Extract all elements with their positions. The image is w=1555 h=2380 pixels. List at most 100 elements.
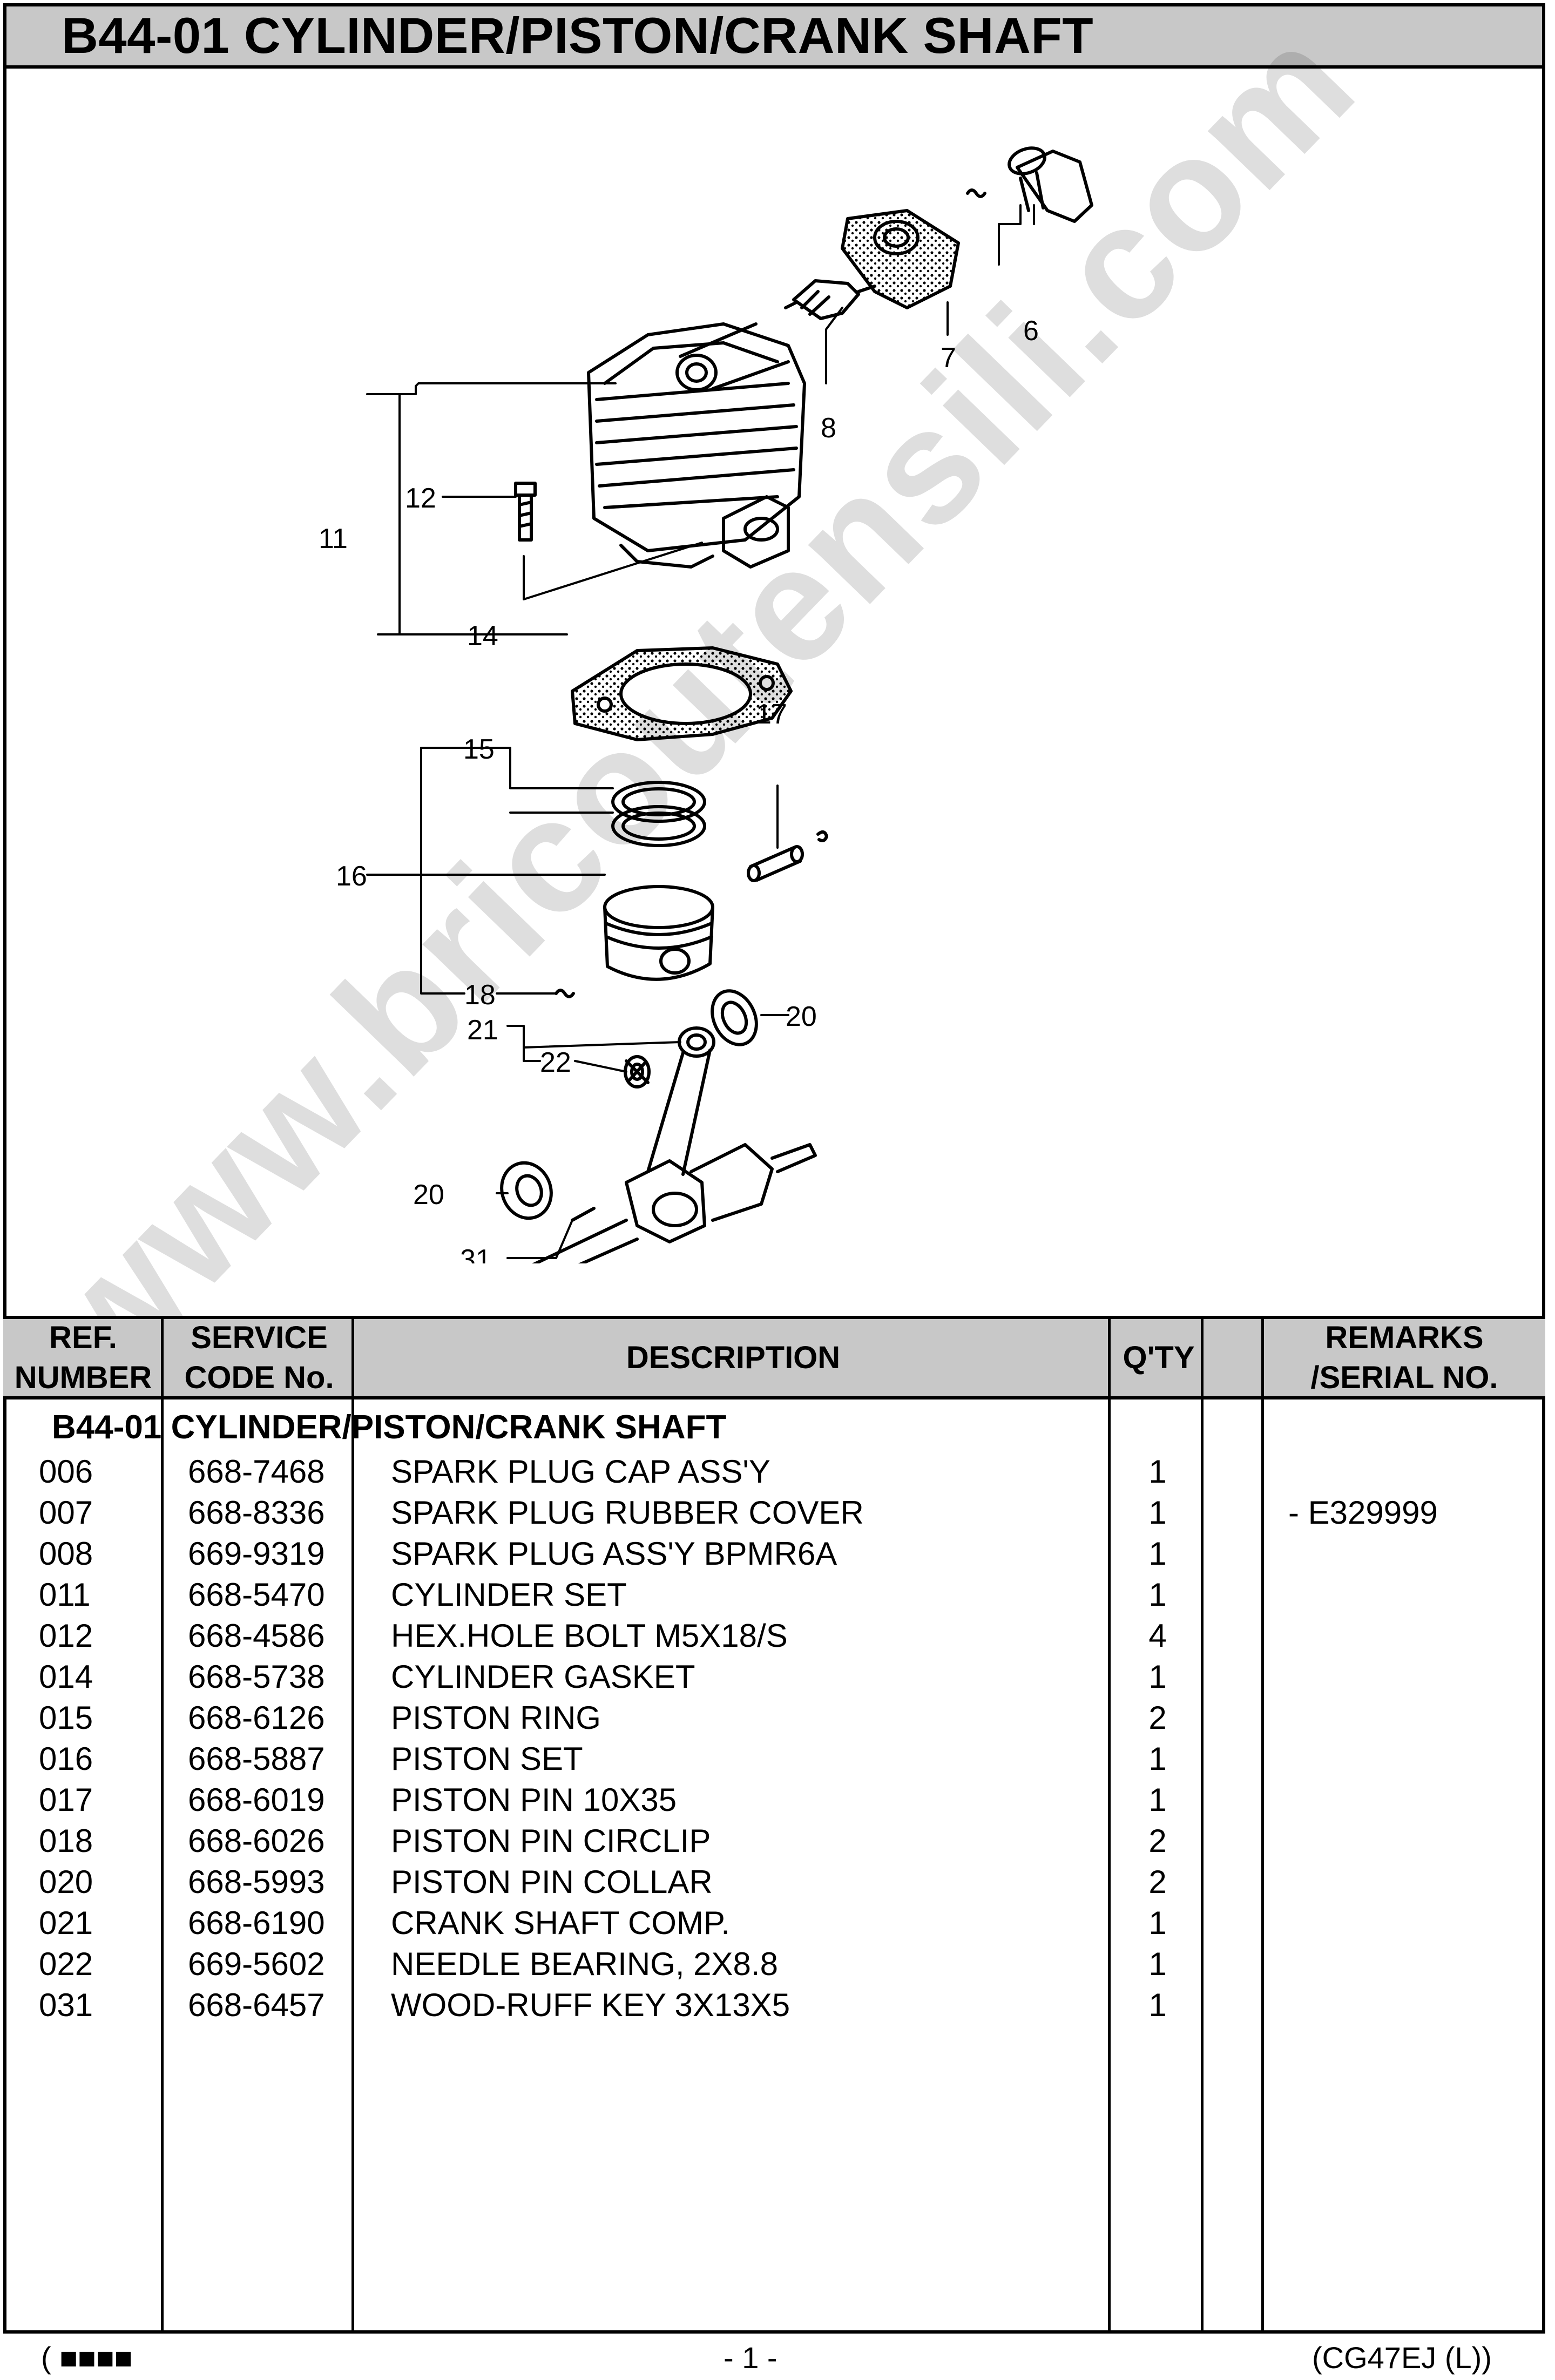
ref-number-cell: 014 bbox=[39, 1659, 93, 1695]
column-divider-extra bbox=[1261, 1316, 1264, 2334]
callout-12: 12 bbox=[405, 483, 436, 514]
ref-number-cell: 007 bbox=[39, 1495, 93, 1531]
column-divider-code bbox=[351, 1316, 354, 2334]
ref-number-cell: 016 bbox=[39, 1741, 93, 1777]
callout-16: 16 bbox=[336, 861, 367, 892]
header-code-line1: SERVICE bbox=[191, 1320, 328, 1355]
callout-17: 17 bbox=[756, 699, 787, 730]
table-row: 021 668-6190 CRANK SHAFT COMP. 1 bbox=[0, 1903, 1555, 1944]
service-code-cell: 668-6126 bbox=[188, 1700, 325, 1736]
description-cell: PISTON PIN COLLAR bbox=[391, 1864, 713, 1900]
column-divider-ref bbox=[161, 1316, 164, 2334]
ref-number-cell: 020 bbox=[39, 1864, 93, 1900]
header-ref-line1: REF. bbox=[49, 1320, 117, 1355]
callout-15: 15 bbox=[463, 734, 495, 765]
description-cell: CYLINDER SET bbox=[391, 1577, 627, 1613]
qty-cell: 1 bbox=[1148, 1946, 1167, 1982]
description-cell: CRANK SHAFT COMP. bbox=[391, 1905, 730, 1941]
qty-cell: 2 bbox=[1148, 1823, 1167, 1859]
callout-18: 18 bbox=[464, 979, 496, 1011]
service-code-cell: 669-5602 bbox=[188, 1946, 325, 1982]
table-row: 022 669-5602 NEEDLE BEARING, 2X8.8 1 bbox=[0, 1944, 1555, 1985]
service-code-cell: 669-9319 bbox=[188, 1536, 325, 1572]
description-cell: SPARK PLUG CAP ASS'Y bbox=[391, 1453, 770, 1490]
footer-page-number: - 1 - bbox=[724, 2341, 778, 2375]
ref-number-cell: 006 bbox=[39, 1453, 93, 1490]
service-code-cell: 668-5738 bbox=[188, 1659, 325, 1695]
header-description: DESCRIPTION bbox=[355, 1319, 1111, 1396]
header-remarks-line1: REMARKS bbox=[1325, 1320, 1484, 1355]
page-frame bbox=[3, 65, 1545, 2334]
header-remarks-line2: /SERIAL NO. bbox=[1310, 1360, 1498, 1395]
callout-20-lower: 20 bbox=[413, 1179, 444, 1211]
service-code-cell: 668-6457 bbox=[188, 1987, 325, 2023]
qty-cell: 1 bbox=[1148, 1987, 1167, 2023]
service-code-cell: 668-5993 bbox=[188, 1864, 325, 1900]
ref-number-cell: 017 bbox=[39, 1782, 93, 1818]
description-cell: NEEDLE BEARING, 2X8.8 bbox=[391, 1946, 778, 1982]
woodruff-key-part bbox=[571, 1207, 596, 1222]
cylinder-part bbox=[587, 322, 806, 569]
ref-number-cell: 015 bbox=[39, 1700, 93, 1736]
qty-cell: 4 bbox=[1148, 1618, 1167, 1654]
ref-number-cell: 008 bbox=[39, 1536, 93, 1572]
column-divider-desc bbox=[1108, 1316, 1111, 2334]
table-row: 006 668-7468 SPARK PLUG CAP ASS'Y 1 bbox=[0, 1451, 1555, 1492]
description-cell: PISTON SET bbox=[391, 1741, 583, 1777]
callout-14: 14 bbox=[467, 620, 498, 652]
callout-20-upper: 20 bbox=[786, 1001, 817, 1032]
ref-number-cell: 021 bbox=[39, 1905, 93, 1941]
description-cell: WOOD-RUFF KEY 3X13X5 bbox=[391, 1987, 790, 2023]
description-cell: PISTON RING bbox=[391, 1700, 601, 1736]
table-row: 014 668-5738 CYLINDER GASKET 1 bbox=[0, 1656, 1555, 1698]
footer-model: (CG47EJ (L)) bbox=[1312, 2341, 1492, 2375]
header-ref-number: REF. NUMBER bbox=[3, 1319, 163, 1396]
piston-pin-collar-upper-part bbox=[711, 989, 758, 1046]
spark-plug-part bbox=[784, 279, 876, 320]
service-code-cell: 668-5887 bbox=[188, 1741, 325, 1777]
callout-8: 8 bbox=[821, 413, 836, 444]
ref-number-cell: 022 bbox=[39, 1946, 93, 1982]
header-service-code: SERVICE CODE No. bbox=[164, 1319, 354, 1396]
remarks-cell: - E329999 bbox=[1288, 1495, 1438, 1531]
service-code-cell: 668-7468 bbox=[188, 1453, 325, 1490]
callout-11: 11 bbox=[319, 523, 348, 555]
qty-cell: 1 bbox=[1148, 1536, 1167, 1572]
description-cell: HEX.HOLE BOLT M5X18/S bbox=[391, 1618, 788, 1654]
service-code-cell: 668-8336 bbox=[188, 1495, 325, 1531]
service-code-cell: 668-4586 bbox=[188, 1618, 325, 1654]
footer-left: ( ■■■■ bbox=[41, 2341, 133, 2375]
description-cell: CYLINDER GASKET bbox=[391, 1659, 695, 1695]
header-qty-label: Q'TY bbox=[1123, 1340, 1195, 1375]
page-title: B44-01 CYLINDER/PISTON/CRANK SHAFT bbox=[62, 7, 1094, 64]
cylinder-gasket-part bbox=[571, 646, 793, 741]
description-cell: PISTON PIN 10X35 bbox=[391, 1782, 677, 1818]
leader-lines bbox=[366, 204, 1035, 1259]
qty-cell: 1 bbox=[1148, 1577, 1167, 1613]
qty-cell: 1 bbox=[1148, 1659, 1167, 1695]
qty-cell: 1 bbox=[1148, 1453, 1167, 1490]
callout-21: 21 bbox=[467, 1015, 498, 1046]
header-qty: Q'TY bbox=[1112, 1319, 1205, 1396]
description-cell: PISTON PIN CIRCLIP bbox=[391, 1823, 711, 1859]
title-bar: B44-01 CYLINDER/PISTON/CRANK SHAFT bbox=[3, 3, 1545, 69]
callout-6: 6 bbox=[1023, 315, 1039, 347]
ref-number-cell: 012 bbox=[39, 1618, 93, 1654]
section-title: B44-01 CYLINDER/PISTON/CRANK SHAFT bbox=[52, 1409, 727, 1446]
callout-7: 7 bbox=[941, 342, 956, 374]
header-ref-line2: NUMBER bbox=[14, 1360, 152, 1395]
service-code-cell: 668-6019 bbox=[188, 1782, 325, 1818]
column-divider-qty bbox=[1201, 1316, 1204, 2334]
service-code-cell: 668-6190 bbox=[188, 1905, 325, 1941]
table-header: REF. NUMBER SERVICE CODE No. DESCRIPTION… bbox=[3, 1316, 1545, 1399]
qty-cell: 1 bbox=[1148, 1905, 1167, 1941]
ref-number-cell: 018 bbox=[39, 1823, 93, 1859]
qty-cell: 1 bbox=[1148, 1495, 1167, 1531]
parts-drawing: 6 7 8 11 12 14 15 16 17 18 20 20 21 22 3… bbox=[319, 146, 1093, 1297]
ref-number-cell: 011 bbox=[39, 1577, 91, 1613]
qty-cell: 2 bbox=[1148, 1864, 1167, 1900]
